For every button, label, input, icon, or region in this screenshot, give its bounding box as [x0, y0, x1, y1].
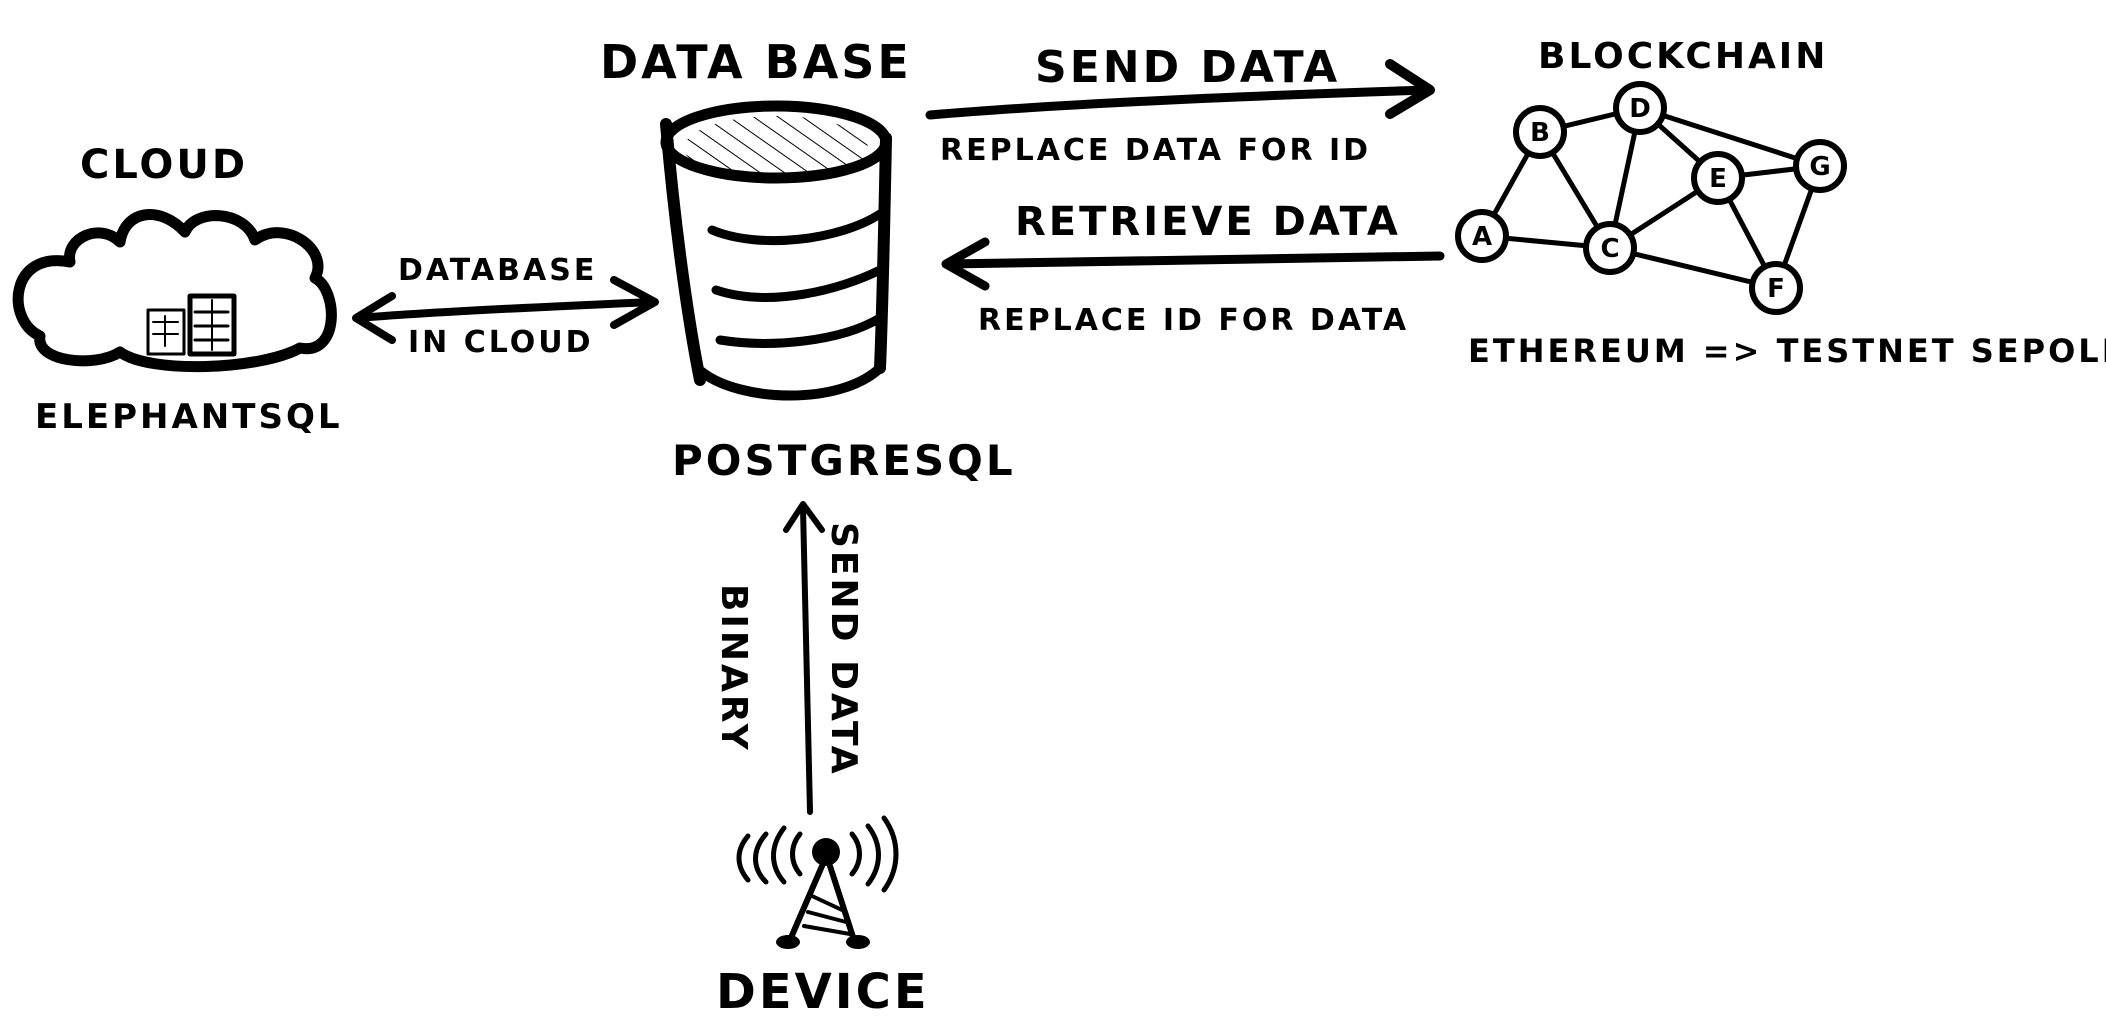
- graph-node-circle: [1793, 139, 1847, 193]
- database-name: POSTGRESQL: [672, 436, 1016, 485]
- right-arrowhead: [610, 276, 659, 329]
- graph-node-label: G: [1809, 152, 1830, 182]
- device-section: SEND DATA BINARY DEVICE: [713, 501, 930, 1020]
- retrieve-label-top: RETRIEVE DATA: [1015, 199, 1401, 245]
- retrieve-arrowhead: [941, 237, 990, 291]
- database-section: DATA BASE POSTGRESQL: [600, 35, 1016, 485]
- blockchain-title: BLOCKCHAIN: [1538, 36, 1828, 77]
- graph-node-F: F: [1749, 261, 1803, 315]
- send-label-top: SEND DATA: [1035, 42, 1340, 93]
- graph-node-A: A: [1455, 209, 1509, 263]
- send-arrow-line: [925, 85, 1433, 120]
- graph-node-circle: [1613, 81, 1667, 135]
- graph-node-label: E: [1709, 164, 1727, 194]
- blockchain-note: ETHEREUM => TESTNET SEPOLIA: [1468, 332, 2106, 370]
- left-arrowhead: [352, 292, 396, 344]
- retrieve-from-chain: RETRIEVE DATA REPLACE ID FOR DATA: [941, 199, 1445, 338]
- graph-node-C: C: [1583, 221, 1637, 275]
- cloud-name: ELEPHANTSQL: [35, 397, 343, 437]
- graph-edge-D-G: [1637, 105, 1823, 169]
- graph-node-circle: [1513, 105, 1567, 159]
- link-label-bottom: IN CLOUD: [408, 325, 594, 360]
- cloud-shape: [12, 209, 337, 373]
- graph-node-circle: [1749, 261, 1803, 315]
- device-send-label: SEND DATA: [823, 522, 864, 777]
- graph-node-label: F: [1767, 274, 1785, 304]
- blockchain-section: BLOCKCHAIN A B C D E F G ETHEREUM => TESTNET S…: [1455, 36, 2106, 370]
- graph-node-label: A: [1472, 222, 1492, 252]
- graph-node-B: B: [1513, 105, 1567, 159]
- cloud-section: CLOUD ELEPHANTSQL: [12, 142, 343, 437]
- device-arrowhead: [783, 501, 825, 533]
- database-cylinder-icon: [660, 100, 892, 401]
- cloud-title: CLOUD: [80, 142, 248, 188]
- graph-node-circle: [1691, 151, 1745, 205]
- graph-edge-C-F: [1607, 245, 1779, 291]
- graph-node-E: E: [1691, 151, 1745, 205]
- cloud-server-icon: [146, 293, 237, 357]
- retrieve-arrow-line: [943, 251, 1445, 269]
- device-binary-label: BINARY: [713, 584, 754, 753]
- graph-node-G: G: [1793, 139, 1847, 193]
- graph-node-label: C: [1600, 234, 1619, 264]
- cloud-db-link: DATABASE IN CLOUD: [352, 253, 659, 360]
- graph-node-D: D: [1613, 81, 1667, 135]
- send-label-bottom: REPLACE DATA FOR ID: [940, 133, 1371, 168]
- retrieve-label-bottom: REPLACE ID FOR DATA: [978, 303, 1409, 338]
- database-title: DATA BASE: [600, 35, 912, 89]
- device-arrow-line: [800, 505, 813, 815]
- graph-node-label: D: [1629, 94, 1651, 124]
- device-name: DEVICE: [716, 964, 930, 1020]
- link-label-top: DATABASE: [398, 253, 597, 288]
- send-to-chain: SEND DATA REPLACE DATA FOR ID: [925, 42, 1435, 168]
- antenna-icon: [736, 815, 899, 949]
- graph-node-label: B: [1530, 118, 1550, 148]
- graph-node-circle: [1455, 209, 1509, 263]
- double-arrow: [354, 298, 656, 322]
- send-arrowhead: [1385, 59, 1435, 119]
- graph-nodes: A B C D E F G: [1455, 81, 1847, 315]
- graph-node-circle: [1583, 221, 1637, 275]
